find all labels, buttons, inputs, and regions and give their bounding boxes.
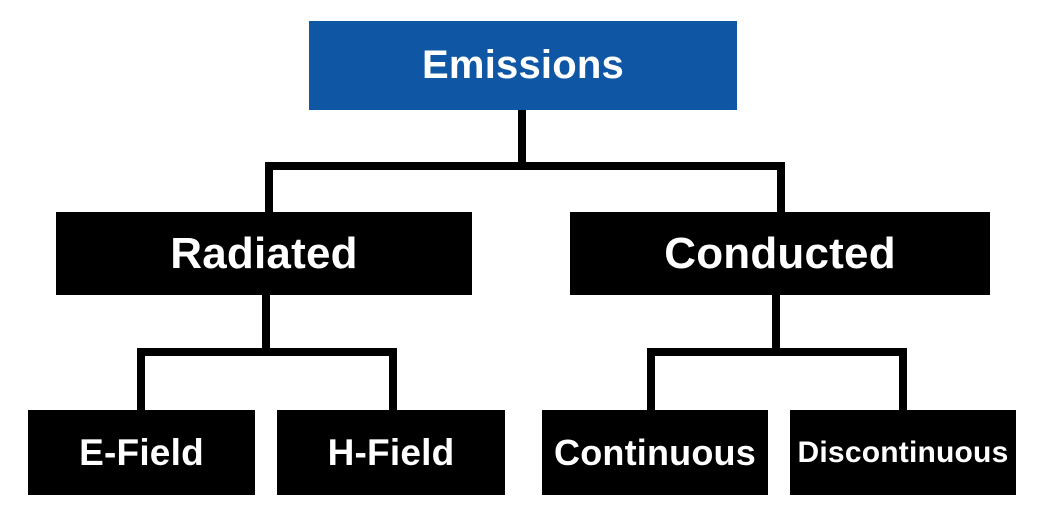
node-conducted: Conducted <box>570 212 990 295</box>
node-conducted-label: Conducted <box>664 228 896 278</box>
connector-emissions-crossbar <box>265 162 785 170</box>
connector-conducted-stem <box>772 295 780 356</box>
node-e-field-label: E-Field <box>79 431 204 473</box>
node-emissions-label: Emissions <box>422 43 624 87</box>
node-h-field: H-Field <box>277 410 505 495</box>
connector-conducted-crossbar <box>647 348 907 356</box>
connector-radiated-crossbar <box>137 348 397 356</box>
node-radiated: Radiated <box>56 212 472 295</box>
node-emissions: Emissions <box>309 21 737 110</box>
connector-drop-e-field <box>137 348 145 410</box>
connector-drop-discontinuous <box>899 348 907 410</box>
connector-drop-continuous <box>647 348 655 410</box>
node-discontinuous-label: Discontinuous <box>797 435 1009 469</box>
connector-drop-radiated <box>265 162 273 212</box>
connector-radiated-stem <box>262 295 270 356</box>
node-continuous-label: Continuous <box>554 431 756 473</box>
node-radiated-label: Radiated <box>170 228 358 278</box>
connector-drop-h-field <box>389 348 397 410</box>
node-h-field-label: H-Field <box>327 431 455 473</box>
node-discontinuous: Discontinuous <box>790 410 1016 495</box>
node-continuous: Continuous <box>542 410 768 495</box>
connector-emissions-stem <box>518 110 526 170</box>
node-e-field: E-Field <box>28 410 255 495</box>
connector-drop-conducted <box>777 162 785 212</box>
